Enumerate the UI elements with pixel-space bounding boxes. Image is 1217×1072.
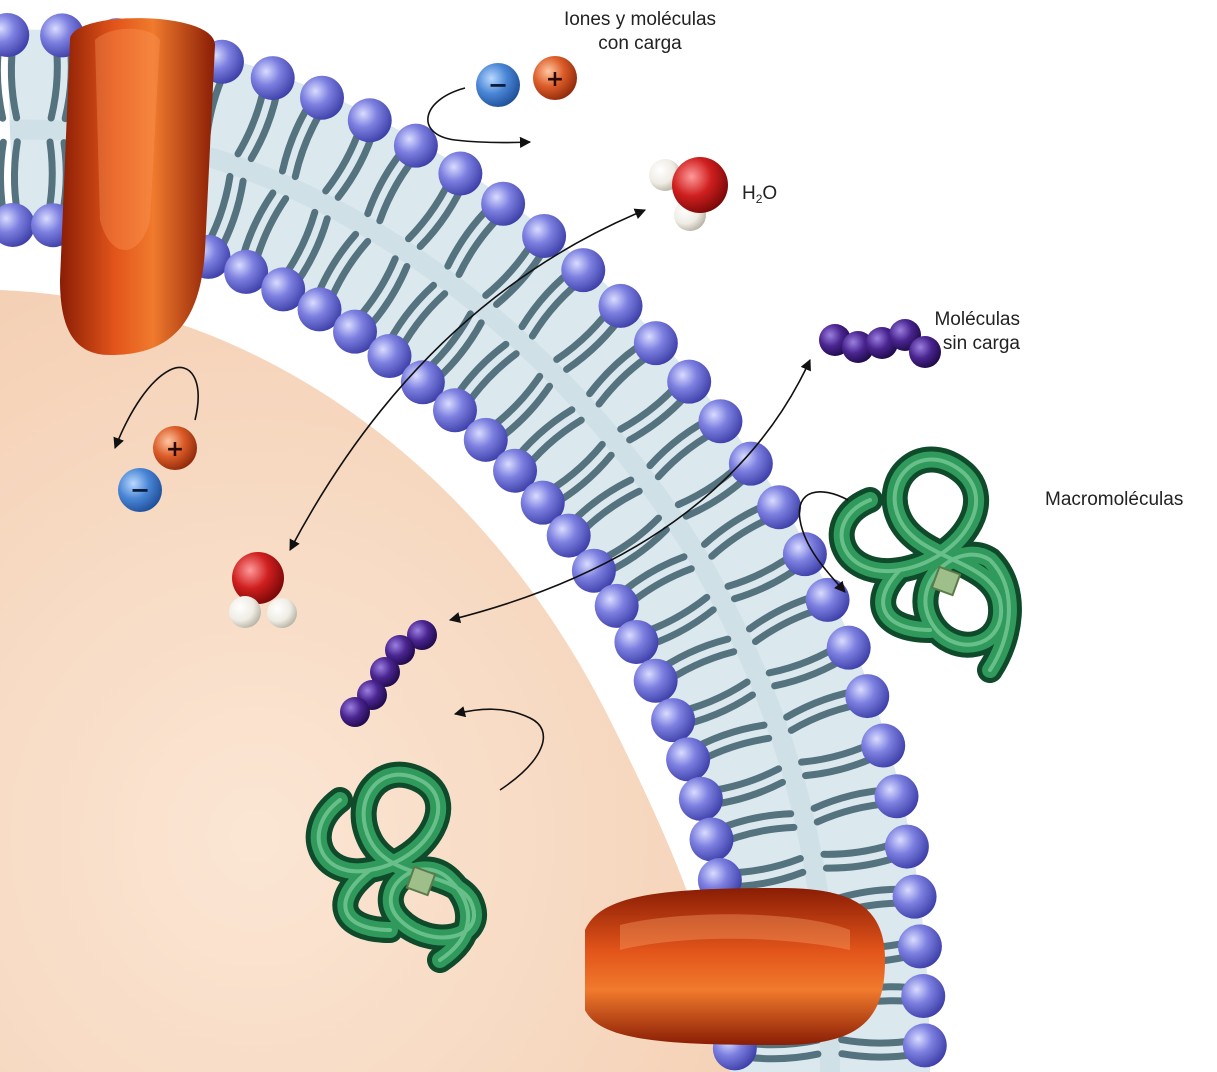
lipid-head <box>729 442 773 486</box>
lipid-head <box>893 875 937 919</box>
label-charged-ions-line1: Iones y moléculas <box>530 8 750 32</box>
lipid-head <box>898 924 942 968</box>
label-charged-ions: Iones y moléculas con carga <box>530 8 750 56</box>
lipid-head <box>875 774 919 818</box>
lipid-head <box>522 214 566 258</box>
label-charged-ions-line2: con carga <box>530 32 750 56</box>
lipid-head <box>481 182 525 226</box>
water-molecule-outside <box>649 157 728 231</box>
protein-channel-bottom <box>585 888 885 1045</box>
anion-outside: − <box>476 63 520 107</box>
lipid-head <box>757 485 801 529</box>
lipid-head <box>698 399 742 443</box>
protein-channel-top <box>60 18 215 355</box>
label-macromolecules: Macromoléculas <box>1045 488 1183 512</box>
lipid-head <box>845 674 889 718</box>
lipid-head <box>547 514 591 558</box>
label-uncharged: Moléculas sin carga <box>900 308 1020 356</box>
lipid-head <box>348 98 392 142</box>
lipid-head <box>861 724 905 768</box>
lipid-head <box>599 284 643 328</box>
lipid-head <box>634 321 678 365</box>
lipid-head <box>667 360 711 404</box>
label-water-h: H <box>742 183 756 204</box>
minus-sign: − <box>488 71 508 99</box>
lipid-head <box>903 1023 947 1067</box>
label-water-o: O <box>762 183 777 204</box>
lipid-head <box>614 620 658 664</box>
lipid-head <box>806 578 850 622</box>
cation-outside: + <box>533 56 577 100</box>
lipid-head <box>885 825 929 869</box>
lipid-head <box>783 532 827 576</box>
minus-sign: − <box>130 476 150 504</box>
lipid-head <box>438 152 482 196</box>
lipid-head <box>666 737 710 781</box>
lipid-head <box>251 56 295 100</box>
lipid-head <box>827 626 871 670</box>
lipid-head <box>651 698 695 742</box>
lipid-head <box>561 248 605 292</box>
label-uncharged-line1: Moléculas <box>900 308 1020 332</box>
plus-sign: + <box>166 437 184 462</box>
lipid-head <box>690 817 734 861</box>
label-water: H2O <box>742 182 777 211</box>
plus-sign: + <box>546 67 564 92</box>
lipid-head <box>901 974 945 1018</box>
label-uncharged-line2: sin carga <box>900 332 1020 356</box>
cation-inside: + <box>153 426 197 470</box>
lipid-head <box>679 777 723 821</box>
anion-inside: − <box>118 468 162 512</box>
lipid-head <box>300 76 344 120</box>
lipid-head <box>634 659 678 703</box>
